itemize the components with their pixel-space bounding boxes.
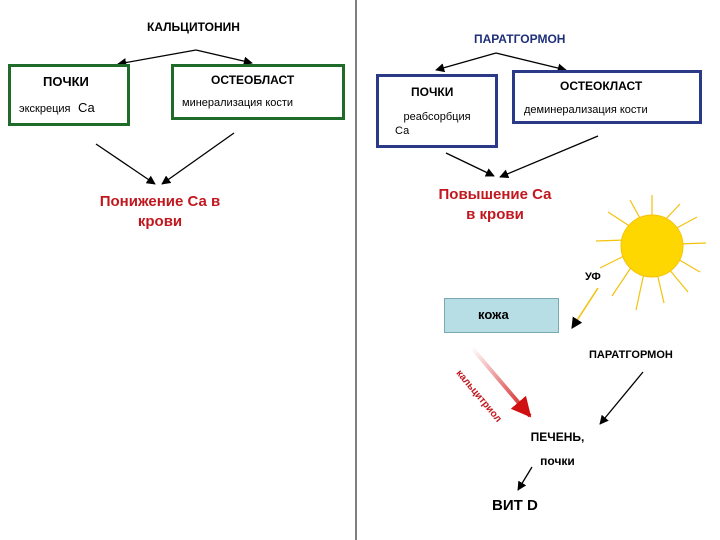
calcium-decrease-result: Понижение Са в крови [70,192,250,232]
excretion-text: экскреция [19,103,71,115]
osteoblast-box: ОСТЕОБЛАСТ минерализация кости [171,64,345,120]
kidney-box-left-title: ПОЧКИ [43,74,89,89]
parathormone-arrow-left [435,52,497,73]
skin-label: кожа [478,307,509,322]
liver-line: ПЕЧЕНЬ, [530,430,585,444]
osteoclast-text: деминерализация кости [524,104,648,116]
calcium-increase-line1: Повышение Са [438,186,552,203]
liver-to-vitd-arrow [517,466,533,491]
kidney-box-left-body: экскреция Са [19,99,95,117]
parathormone2-label: ПАРАТГОРМОН [589,349,673,361]
uv-label: УФ [585,271,601,283]
ca-text: Са [77,100,95,115]
vitamin-d-label: ВИТ D [492,497,538,514]
kidney-to-result-arrow [95,143,156,185]
reabsorption-text: реабсорбция [403,111,471,123]
skin-box: кожа [444,298,559,333]
osteoclast-title: ОСТЕОКЛАСТ [560,79,643,93]
kidney-box-right-title: ПОЧКИ [411,85,454,99]
osteoblast-text: минерализация кости [182,97,294,109]
parathormone-arrow-right [495,52,567,73]
kidney-box-right-body: реабсорбция Са [379,110,495,138]
sun-icon [620,214,684,278]
osteoblast-title: ОСТЕОБЛАСТ [211,73,295,87]
calcitonin-arrow-left [117,49,197,68]
calcium-decrease-line2: крови [137,213,183,230]
parathormone-label: ПАРАТГОРМОН [474,32,566,46]
liver-kidney-label: ПЕЧЕНЬ, почки [515,425,600,473]
calcitonin-label: КАЛЬЦИТОНИН [147,20,240,34]
kidney-r-to-result-arrow [445,152,495,177]
uv-arrow [571,287,599,329]
calcitriol-arrow [470,346,532,418]
kidney-line: почки [540,454,575,468]
osteoblast-to-result-arrow [161,132,235,185]
calcium-increase-line2: в крови [466,206,524,223]
kidney-box-right: ПОЧКИ реабсорбция Са [376,74,498,148]
reabsorption-ca-text: Са [395,125,410,137]
calcitonin-arrow-right [195,49,253,66]
calcium-increase-result: Повышение Са в крови [410,185,580,225]
parathormone2-to-liver-arrow [599,371,644,425]
osteoclast-box: ОСТЕОКЛАСТ деминерализация кости [512,70,702,124]
calcium-decrease-line1: Понижение Са в [99,193,221,210]
kidney-box-left: ПОЧКИ экскреция Са [8,64,130,126]
osteoclast-to-result-arrow [499,135,599,179]
